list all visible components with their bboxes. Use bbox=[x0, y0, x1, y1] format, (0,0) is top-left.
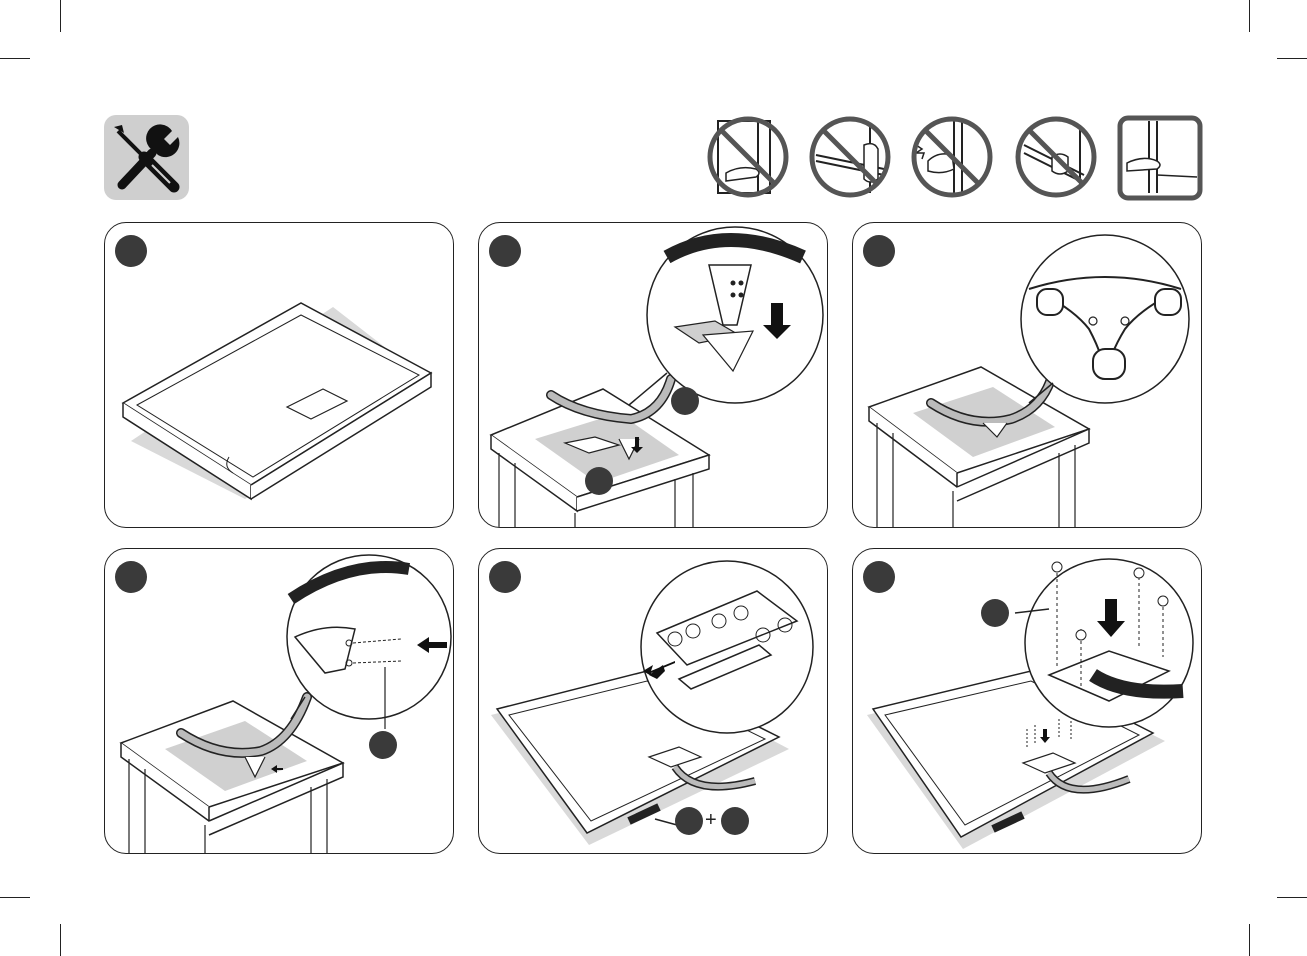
step-1-panel bbox=[104, 222, 454, 528]
crop-mark bbox=[0, 897, 30, 898]
no-hold-corner-icon bbox=[1014, 115, 1098, 199]
crop-mark bbox=[0, 58, 30, 59]
wrench-screwdriver-icon bbox=[104, 115, 189, 200]
part-callout-badge bbox=[981, 599, 1009, 627]
crop-mark bbox=[1277, 897, 1307, 898]
no-press-screen-icon bbox=[910, 115, 994, 199]
no-grip-edge-icon bbox=[808, 115, 892, 199]
hold-from-bottom-icon bbox=[1117, 115, 1203, 201]
crop-mark bbox=[60, 0, 61, 32]
crop-mark bbox=[60, 924, 61, 956]
crop-mark bbox=[1277, 58, 1307, 59]
crop-mark bbox=[1249, 0, 1250, 32]
plus-sign: + bbox=[705, 809, 717, 832]
step-3-panel bbox=[852, 222, 1202, 528]
step-2-panel bbox=[478, 222, 828, 528]
part-callout-badge bbox=[721, 807, 749, 835]
step-6-panel bbox=[852, 548, 1202, 854]
step-4-panel bbox=[104, 548, 454, 854]
part-callout-badge bbox=[675, 807, 703, 835]
part-callout-badge bbox=[369, 731, 397, 759]
step-5-panel: + bbox=[478, 548, 828, 854]
no-hold-by-screen-icon bbox=[706, 115, 790, 199]
part-callout-badge bbox=[671, 387, 699, 415]
part-callout-badge bbox=[585, 467, 613, 495]
crop-mark bbox=[1249, 924, 1250, 956]
